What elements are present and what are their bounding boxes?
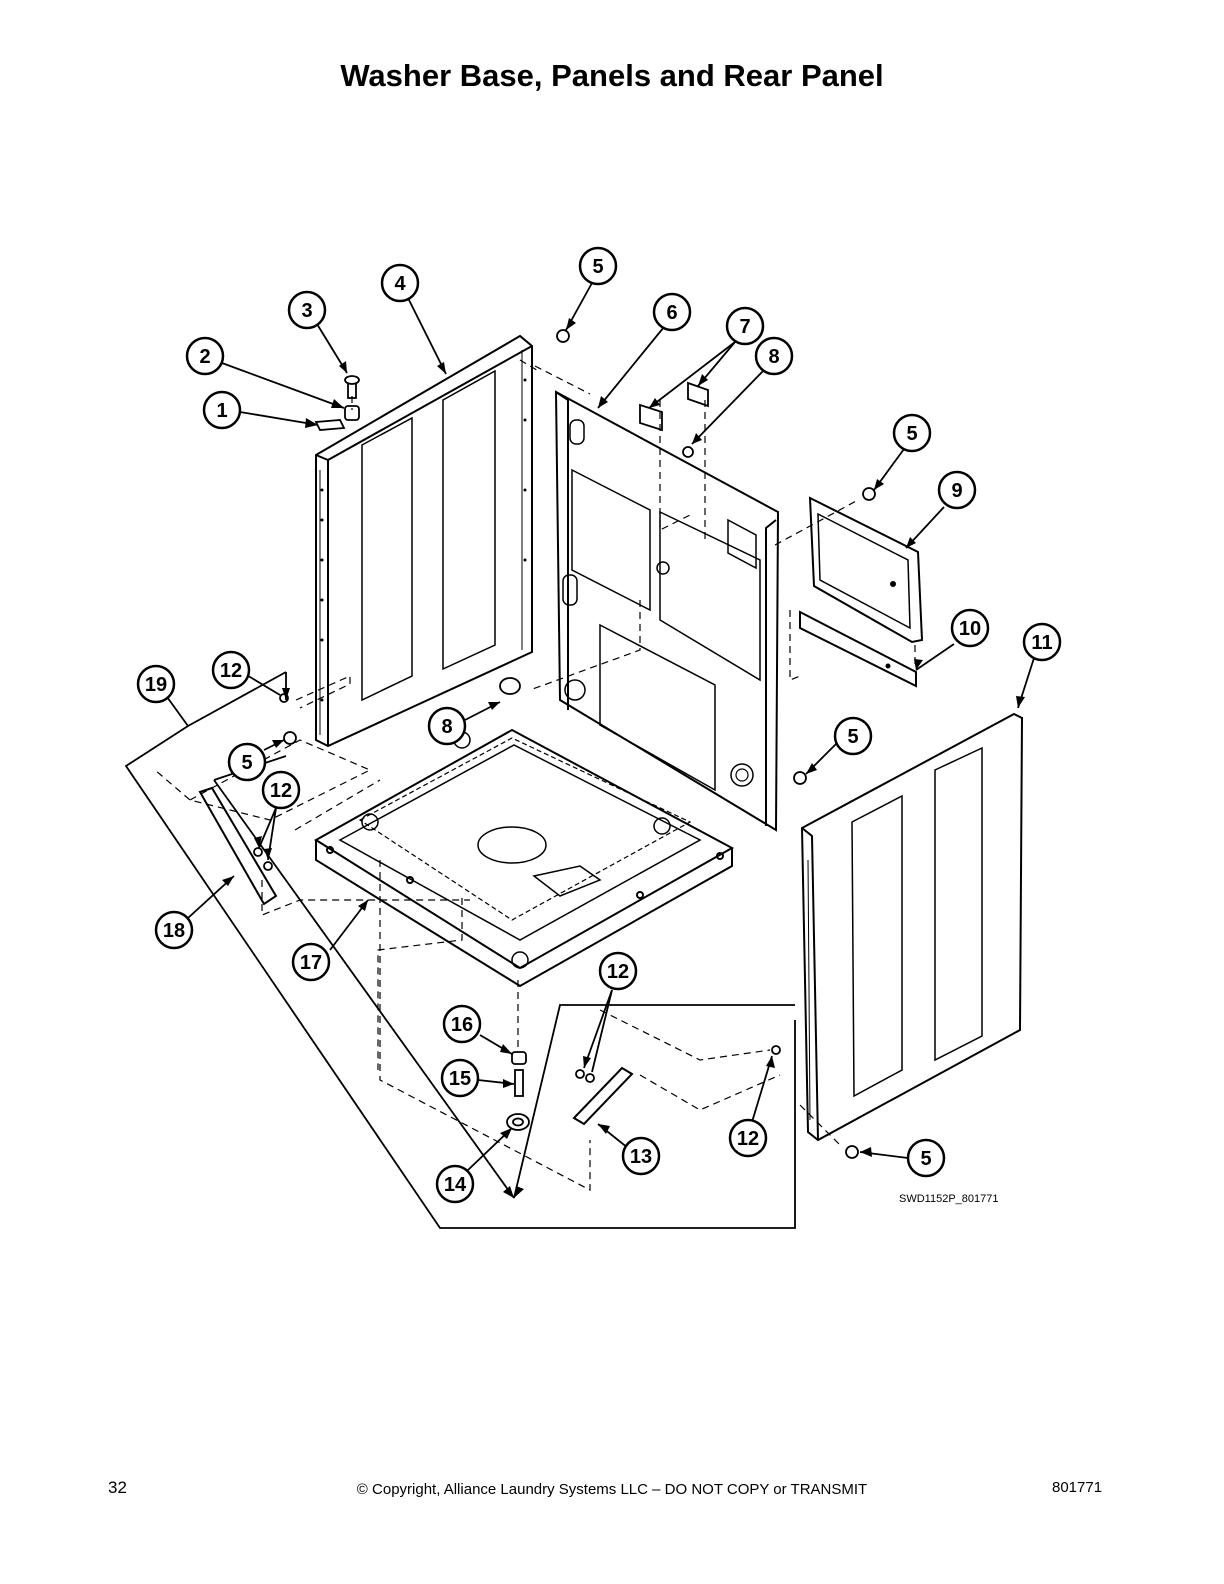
screw-12 [575, 1069, 585, 1079]
screw-12 [585, 1073, 595, 1083]
callout-11: 11 [1022, 622, 1062, 662]
svg-text:12: 12 [607, 961, 629, 983]
pad [314, 419, 346, 431]
screw-5 [793, 771, 807, 785]
arrowheads [222, 318, 1025, 1198]
svg-text:16: 16 [451, 1014, 473, 1036]
plug-8 [499, 677, 521, 695]
callout-3: 3 [287, 290, 327, 330]
callout-12-left-top: 12 [211, 650, 251, 690]
drawing-id: SWD1152P_801771 [899, 1193, 998, 1205]
page-title: Washer Base, Panels and Rear Panel [340, 58, 884, 93]
svg-text:3: 3 [301, 300, 312, 322]
svg-text:13: 13 [630, 1146, 652, 1168]
svg-text:7: 7 [739, 316, 750, 338]
svg-text:15: 15 [449, 1068, 471, 1090]
svg-text:9: 9 [951, 480, 962, 502]
page-number: 32 [108, 1478, 127, 1497]
callout-12-left-mid: 12 [261, 770, 301, 810]
callout-13: 13 [621, 1136, 661, 1176]
svg-text:2: 2 [199, 346, 210, 368]
callout-2: 2 [185, 336, 225, 376]
callout-5-top: 5 [578, 246, 618, 286]
svg-text:6: 6 [666, 302, 677, 324]
callout-12-bottom-center: 12 [598, 951, 638, 991]
bracket-13 [572, 1066, 634, 1126]
callout-5-access: 5 [892, 413, 932, 453]
label-7 [687, 381, 709, 408]
copyright-notice: © Copyright, Alliance Laundry Systems LL… [356, 1481, 868, 1498]
svg-text:5: 5 [847, 726, 858, 748]
leveling-bolt [514, 1069, 524, 1097]
callout-5-left: 5 [227, 742, 267, 782]
document-number: 801771 [1052, 1479, 1103, 1496]
callout-9: 9 [937, 470, 977, 510]
callout-7: 7 [725, 306, 765, 346]
spacer [344, 405, 360, 421]
washer-base [314, 728, 735, 988]
svg-text:12: 12 [737, 1128, 759, 1150]
callout-8-top: 8 [754, 336, 794, 376]
svg-text:11: 11 [1031, 632, 1052, 654]
rear-panel [554, 390, 780, 832]
svg-text:5: 5 [920, 1148, 931, 1170]
right-side-panel [800, 712, 1024, 1142]
bracket-18 [198, 786, 278, 906]
screw-5 [845, 1145, 859, 1159]
callout-15: 15 [440, 1058, 480, 1098]
access-panel [808, 496, 924, 644]
panel-strip [799, 610, 917, 688]
svg-text:10: 10 [959, 618, 981, 640]
callout-8-bottom: 8 [427, 706, 467, 746]
callout-1: 1 [202, 390, 242, 430]
left-panel-holes [320, 378, 527, 702]
svg-text:12: 12 [270, 780, 292, 802]
callout-5-bottom-right: 5 [906, 1138, 946, 1178]
callout-10: 10 [950, 608, 990, 648]
screw-5 [862, 487, 876, 501]
svg-text:5: 5 [592, 256, 603, 278]
callout-6: 6 [652, 292, 692, 332]
screw-5 [556, 329, 570, 343]
leader-lines [124, 282, 1035, 1229]
callout-19: 19 [136, 664, 176, 704]
svg-text:5: 5 [906, 423, 917, 445]
svg-text:4: 4 [394, 273, 406, 295]
svg-text:17: 17 [300, 952, 322, 974]
nut [511, 1051, 527, 1065]
plug-8 [682, 446, 694, 458]
screw-12 [263, 861, 273, 871]
callout-bubbles: 1 2 3 4 5 6 7 8 5 9 10 11 19 12 8 5 12 5… [136, 246, 1062, 1204]
svg-text:18: 18 [163, 920, 185, 942]
svg-text:1: 1 [216, 400, 227, 422]
svg-text:12: 12 [220, 660, 242, 682]
screw-12 [253, 847, 263, 857]
screw-12 [771, 1045, 781, 1055]
callout-12-bottom-right: 12 [728, 1118, 768, 1158]
left-side-panel [315, 334, 533, 748]
callout-5-right-upper: 5 [833, 716, 873, 756]
callout-17: 17 [291, 942, 331, 982]
svg-text:14: 14 [444, 1174, 467, 1196]
svg-text:19: 19 [145, 674, 167, 696]
callout-4: 4 [380, 263, 420, 303]
svg-text:5: 5 [241, 752, 252, 774]
svg-text:8: 8 [441, 716, 452, 738]
label-7 [639, 403, 663, 432]
callout-18: 18 [154, 910, 194, 950]
callout-14: 14 [435, 1164, 475, 1204]
svg-text:8: 8 [768, 346, 779, 368]
screw-5 [283, 731, 297, 745]
callout-16: 16 [442, 1004, 482, 1044]
